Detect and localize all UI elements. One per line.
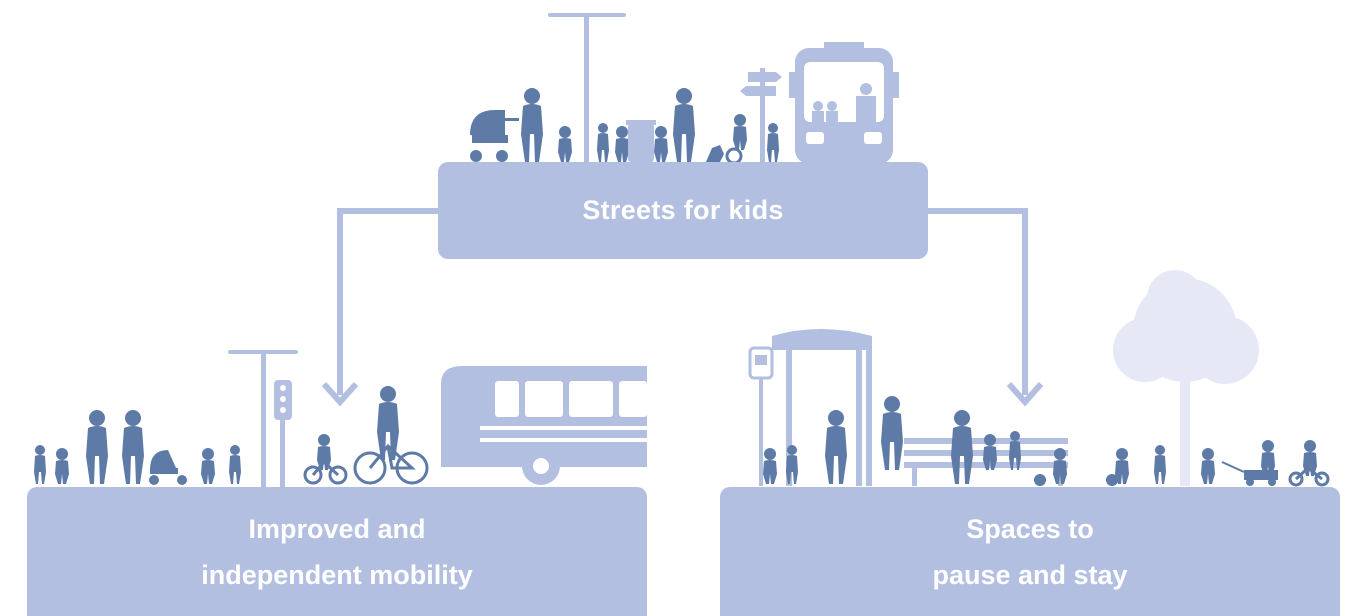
bus-shelter xyxy=(772,329,872,486)
node-label-line2: pause and stay xyxy=(932,559,1128,590)
ball-icon xyxy=(1106,474,1118,486)
streetlamp-icon xyxy=(228,350,298,487)
connector-right xyxy=(928,208,1044,407)
traffic-light-icon xyxy=(274,380,292,487)
ball-icon xyxy=(1034,474,1046,486)
tree-icon xyxy=(1113,270,1259,486)
bus-icon xyxy=(789,42,899,164)
node-label-line1: Improved and xyxy=(248,513,426,544)
node-label-line1: Spaces to xyxy=(966,513,1094,544)
streetlamp-icon xyxy=(548,13,626,164)
node-streets-for-kids: Streets for kids xyxy=(438,162,928,259)
bus-stop-icon xyxy=(748,346,774,486)
top-scene xyxy=(470,13,899,165)
connector-left xyxy=(321,208,438,407)
recycle-bin-icon xyxy=(626,120,656,162)
bicycle-icon xyxy=(303,443,429,485)
node-label: Streets for kids xyxy=(582,195,784,225)
balance-bike xyxy=(1288,466,1330,487)
stroller-icon xyxy=(470,110,519,162)
left-scene xyxy=(34,350,647,487)
bus-icon xyxy=(441,366,647,485)
stroller-icon xyxy=(149,450,187,485)
wagon xyxy=(1221,461,1278,486)
node-improved-mobility: Improved and independent mobility xyxy=(27,487,647,616)
node-label-line2: independent mobility xyxy=(201,559,473,590)
node-spaces-to-pause: Spaces to pause and stay xyxy=(720,487,1340,616)
right-scene xyxy=(748,270,1330,487)
signpost-icon xyxy=(740,68,782,163)
